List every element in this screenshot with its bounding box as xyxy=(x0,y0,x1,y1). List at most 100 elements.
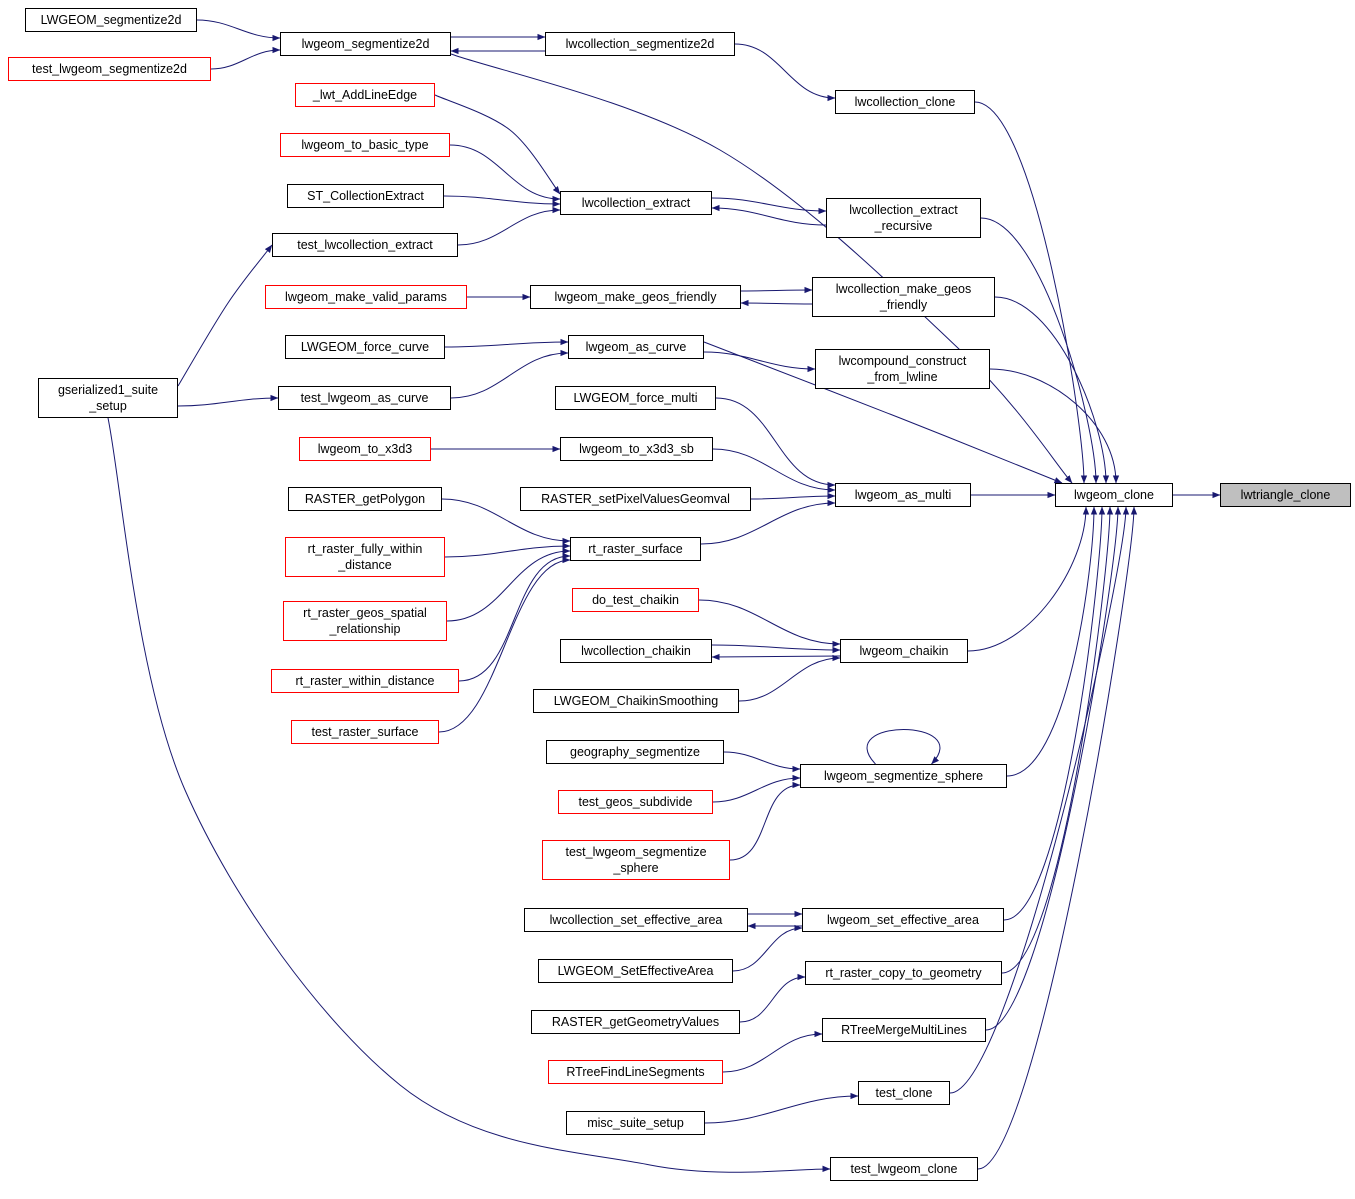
edge-test_lwgeom_clone-to-lwgeom_clone xyxy=(977,506,1138,1170)
node-lwgeom_as_multi[interactable]: lwgeom_as_multi xyxy=(835,483,971,507)
edge-gserialized1_suite_setup-to-test_lwgeom_as_curve xyxy=(177,394,279,407)
node-rt_raster_surface[interactable]: rt_raster_surface xyxy=(570,537,701,561)
node-rt_raster_geos_spatial_relationship[interactable]: rt_raster_geos_spatial _relationship xyxy=(283,601,447,641)
edge-lwgeom_as_curve-to-lwgeom_clone xyxy=(703,341,1063,484)
edge-LWGEOM_SetEffectiveArea-to-lwgeom_set_effective_area xyxy=(732,924,803,972)
edge-lwgeom_make_geos_friendly-to-lwcollection_make_geos_friendly xyxy=(740,286,813,294)
edge-lwcollection_clone-to-lwgeom_clone xyxy=(974,101,1088,484)
node-test_lwcollection_extract[interactable]: test_lwcollection_extract xyxy=(272,233,458,257)
node-lwgeom_make_geos_friendly[interactable]: lwgeom_make_geos_friendly xyxy=(530,285,741,309)
edge-lwgeom_segmentize_sphere-to-lwgeom_segmentize_sphere xyxy=(866,729,941,765)
edge-lwcollection_extract-to-lwcollection_extract_recursive xyxy=(711,197,827,215)
edge-test_raster_surface-to-rt_raster_surface xyxy=(438,556,571,733)
edge-lwgeom_as_curve-to-lwcompound_construct_from_lwline xyxy=(703,351,816,373)
node-lwcollection_extract_recursive[interactable]: lwcollection_extract _recursive xyxy=(826,198,981,238)
edge-lwcompound_construct_from_lwline-to-lwgeom_clone xyxy=(989,368,1120,484)
node-ST_CollectionExtract[interactable]: ST_CollectionExtract xyxy=(287,184,444,208)
edge-RTreeFindLineSegments-to-RTreeMergeMultiLines xyxy=(722,1030,823,1073)
edge-test_lwcollection_extract-to-lwcollection_extract xyxy=(457,206,561,246)
edge-ST_CollectionExtract-to-lwcollection_extract xyxy=(443,195,561,208)
node-test_geos_subdivide[interactable]: test_geos_subdivide xyxy=(558,790,713,814)
node-lwgeom_make_valid_params[interactable]: lwgeom_make_valid_params xyxy=(265,285,467,309)
edge-LWGEOM_force_multi-to-lwgeom_as_multi xyxy=(715,397,836,489)
node-test_clone[interactable]: test_clone xyxy=(858,1081,950,1105)
edge-lwcollection_segmentize2d-to-lwcollection_clone xyxy=(734,43,836,102)
node-lwcollection_chaikin[interactable]: lwcollection_chaikin xyxy=(560,639,712,663)
node-lwgeom_segmentize2d[interactable]: lwgeom_segmentize2d xyxy=(280,32,451,56)
edge-lwgeom_to_x3d3_sb-to-lwgeom_as_multi xyxy=(712,448,836,494)
node-geography_segmentize[interactable]: geography_segmentize xyxy=(546,740,724,764)
edge-rt_raster_fully_within_distance-to-rt_raster_surface xyxy=(444,542,571,558)
node-lwcollection_make_geos_friendly[interactable]: lwcollection_make_geos _friendly xyxy=(812,277,995,317)
node-lwgeom_segmentize_sphere[interactable]: lwgeom_segmentize_sphere xyxy=(800,764,1007,788)
node-do_test_chaikin[interactable]: do_test_chaikin xyxy=(572,588,699,612)
node-lwcollection_set_effective_area[interactable]: lwcollection_set_effective_area xyxy=(524,908,748,932)
edge-test_lwgeom_as_curve-to-lwgeom_as_curve xyxy=(450,349,569,399)
node-RASTER_getPolygon[interactable]: RASTER_getPolygon xyxy=(288,487,442,511)
node-_lwt_AddLineEdge[interactable]: _lwt_AddLineEdge xyxy=(295,83,435,107)
node-lwcollection_extract[interactable]: lwcollection_extract xyxy=(560,191,712,215)
edge-gserialized1_suite_setup-to-test_lwcollection_extract xyxy=(177,244,273,387)
node-lwgeom_clone[interactable]: lwgeom_clone xyxy=(1055,483,1173,507)
edge-RTreeMergeMultiLines-to-lwgeom_clone xyxy=(985,506,1122,1031)
edge-misc_suite_setup-to-test_clone xyxy=(704,1092,859,1124)
edge-RASTER_getGeometryValues-to-rt_raster_copy_to_geometry xyxy=(739,973,806,1023)
edge-lwgeom_set_effective_area-to-lwgeom_clone xyxy=(1003,506,1106,921)
edge-lwgeom_to_basic_type-to-lwcollection_extract xyxy=(449,144,561,203)
edge-lwgeom_chaikin-to-lwcollection_chaikin xyxy=(711,653,841,661)
edge-do_test_chaikin-to-lwgeom_chaikin xyxy=(698,599,841,648)
edge-rt_raster_copy_to_geometry-to-lwgeom_clone xyxy=(1001,506,1114,974)
node-test_lwgeom_segmentize2d[interactable]: test_lwgeom_segmentize2d xyxy=(8,57,211,81)
node-LWGEOM_SetEffectiveArea[interactable]: LWGEOM_SetEffectiveArea xyxy=(538,959,733,983)
node-lwgeom_set_effective_area[interactable]: lwgeom_set_effective_area xyxy=(802,908,1004,932)
edge-lwcollection_extract_recursive-to-lwgeom_clone xyxy=(980,217,1100,484)
node-rt_raster_within_distance[interactable]: rt_raster_within_distance xyxy=(271,669,459,693)
edge-RASTER_getPolygon-to-rt_raster_surface xyxy=(441,498,571,545)
edge-test_clone-to-lwgeom_clone xyxy=(949,506,1130,1094)
edge-group xyxy=(107,19,1221,1173)
edge-lwcollection_chaikin-to-lwgeom_chaikin xyxy=(711,644,841,654)
edge-LWGEOM_segmentize2d-to-lwgeom_segmentize2d xyxy=(196,19,281,42)
node-test_lwgeom_as_curve[interactable]: test_lwgeom_as_curve xyxy=(278,386,451,410)
edge-test_lwgeom_segmentize_sphere-to-lwgeom_segmentize_sphere xyxy=(729,781,801,861)
node-test_lwgeom_clone[interactable]: test_lwgeom_clone xyxy=(830,1157,978,1181)
node-lwgeom_chaikin[interactable]: lwgeom_chaikin xyxy=(840,639,968,663)
edge-test_lwgeom_segmentize2d-to-lwgeom_segmentize2d xyxy=(210,46,281,70)
edge-LWGEOM_force_curve-to-lwgeom_as_curve xyxy=(444,338,569,348)
edge-rt_raster_geos_spatial_relationship-to-rt_raster_surface xyxy=(446,547,571,622)
node-lwcompound_construct_from_lwline[interactable]: lwcompound_construct _from_lwline xyxy=(815,349,990,389)
node-lwtriangle_clone: lwtriangle_clone xyxy=(1220,483,1351,507)
edge-lwgeom_segmentize_sphere-to-lwgeom_clone xyxy=(1006,506,1098,777)
node-lwcollection_segmentize2d[interactable]: lwcollection_segmentize2d xyxy=(545,32,735,56)
node-lwgeom_to_x3d3[interactable]: lwgeom_to_x3d3 xyxy=(299,437,431,461)
node-RASTER_setPixelValuesGeomval[interactable]: RASTER_setPixelValuesGeomval xyxy=(520,487,751,511)
edge-geography_segmentize-to-lwgeom_segmentize_sphere xyxy=(723,751,801,773)
edge-lwcollection_make_geos_friendly-to-lwgeom_make_geos_friendly xyxy=(740,299,813,307)
node-RASTER_getGeometryValues[interactable]: RASTER_getGeometryValues xyxy=(531,1010,740,1034)
node-RTreeMergeMultiLines[interactable]: RTreeMergeMultiLines xyxy=(822,1018,986,1042)
node-lwgeom_to_basic_type[interactable]: lwgeom_to_basic_type xyxy=(280,133,450,157)
node-LWGEOM_segmentize2d[interactable]: LWGEOM_segmentize2d xyxy=(25,8,197,32)
edge-test_geos_subdivide-to-lwgeom_segmentize_sphere xyxy=(712,774,801,803)
node-lwcollection_clone[interactable]: lwcollection_clone xyxy=(835,90,975,114)
node-lwgeom_to_x3d3_sb[interactable]: lwgeom_to_x3d3_sb xyxy=(560,437,713,461)
node-test_lwgeom_segmentize_sphere[interactable]: test_lwgeom_segmentize _sphere xyxy=(542,840,730,880)
edge-LWGEOM_ChaikinSmoothing-to-lwgeom_chaikin xyxy=(738,654,841,702)
edge-rt_raster_surface-to-lwgeom_as_multi xyxy=(700,499,836,545)
edge-lwcollection_extract_recursive-to-lwcollection_extract xyxy=(711,204,827,226)
edge-_lwt_AddLineEdge-to-lwcollection_extract xyxy=(434,94,561,195)
node-misc_suite_setup[interactable]: misc_suite_setup xyxy=(566,1111,705,1135)
node-gserialized1_suite_setup[interactable]: gserialized1_suite _setup xyxy=(38,378,178,418)
node-LWGEOM_force_multi[interactable]: LWGEOM_force_multi xyxy=(555,386,716,410)
node-RTreeFindLineSegments[interactable]: RTreeFindLineSegments xyxy=(548,1060,723,1084)
edge-lwgeom_chaikin-to-lwgeom_clone xyxy=(967,506,1090,652)
node-rt_raster_fully_within_distance[interactable]: rt_raster_fully_within _distance xyxy=(285,537,445,577)
node-lwgeom_as_curve[interactable]: lwgeom_as_curve xyxy=(568,335,704,359)
node-LWGEOM_force_curve[interactable]: LWGEOM_force_curve xyxy=(285,335,445,359)
edge-RASTER_setPixelValuesGeomval-to-lwgeom_as_multi xyxy=(750,492,836,500)
node-rt_raster_copy_to_geometry[interactable]: rt_raster_copy_to_geometry xyxy=(805,961,1002,985)
node-LWGEOM_ChaikinSmoothing[interactable]: LWGEOM_ChaikinSmoothing xyxy=(533,689,739,713)
node-test_raster_surface[interactable]: test_raster_surface xyxy=(291,720,439,744)
